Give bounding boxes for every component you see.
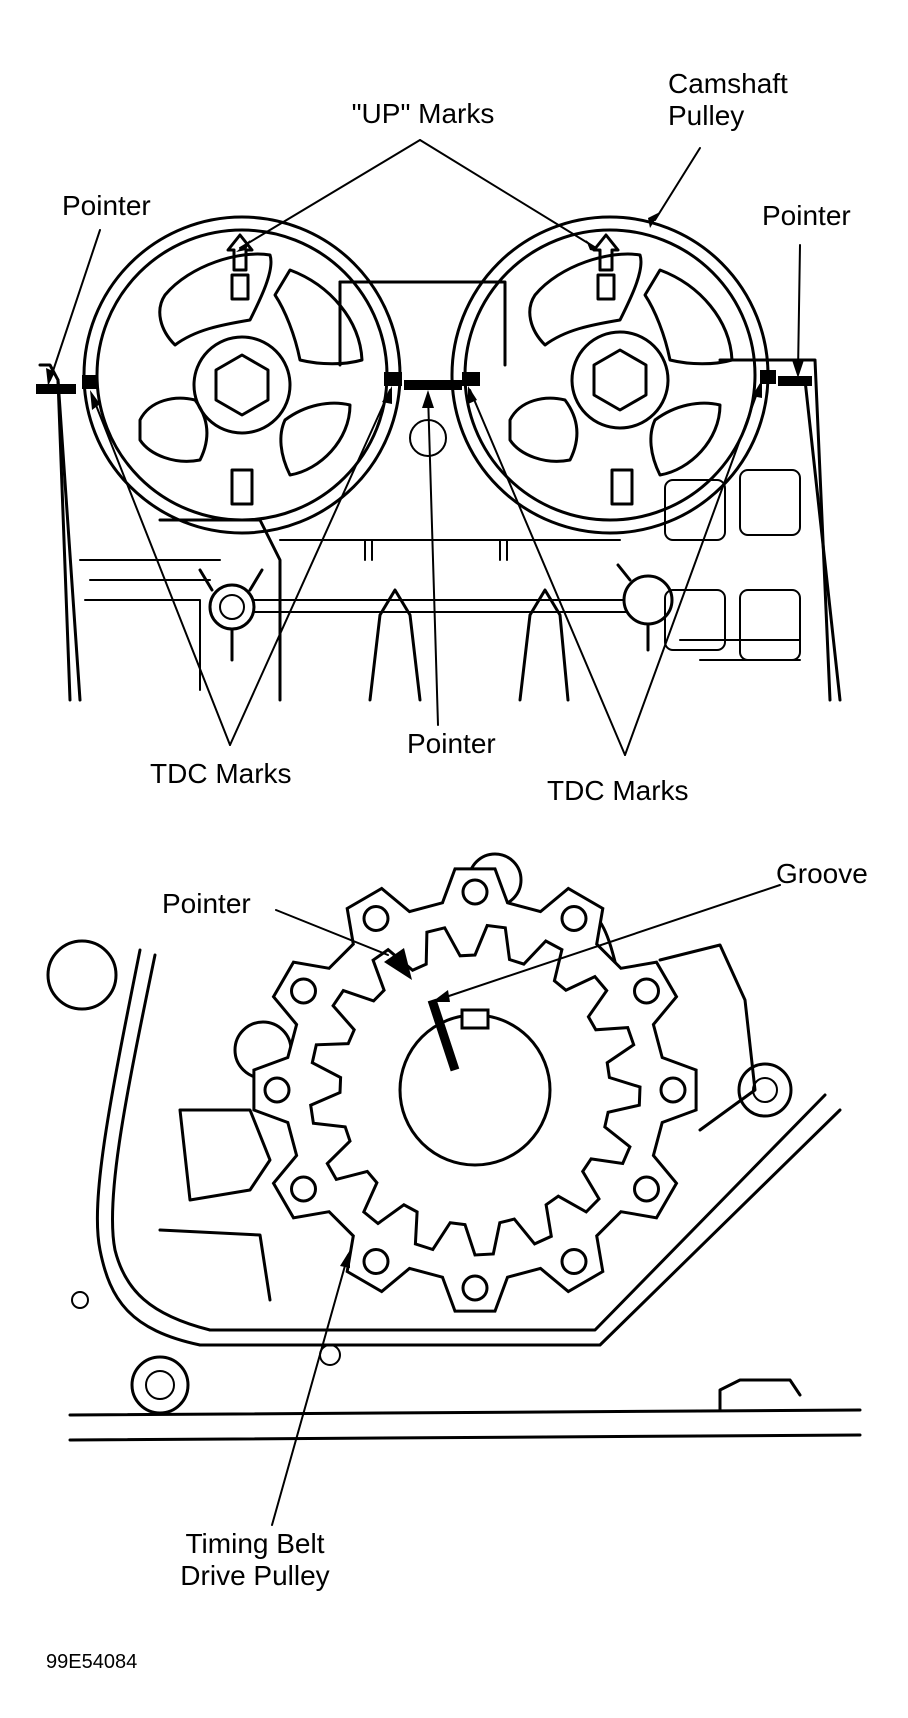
label-pointer-top-left: Pointer: [62, 190, 151, 221]
pulley-keyway: [460, 1008, 490, 1030]
pulley-outer-holes: [263, 878, 687, 1302]
leader-lines-top: [46, 139, 804, 756]
label-timing-belt-drive-pulley: Timing Belt Drive Pulley: [180, 1528, 330, 1591]
engine-head-outline: [38, 280, 842, 702]
pulley-bolt-hole: [461, 878, 489, 906]
label-camshaft-pulley: Camshaft Pulley: [668, 68, 788, 131]
pulley-bolt-hole: [290, 1175, 317, 1203]
leader-lines-bottom: [271, 884, 781, 1526]
pulley-bolt-hole: [263, 1076, 291, 1104]
figure-id: 99E54084: [46, 1651, 138, 1673]
label-pointer-center: Pointer: [407, 728, 496, 759]
pulley-bolt-hole: [659, 1076, 687, 1104]
label-tdc-marks-left: TDC Marks: [150, 758, 292, 789]
label-pointer-top-right: Pointer: [762, 200, 851, 231]
left-camshaft-pulley: [82, 215, 402, 535]
label-up-marks: "UP" Marks: [351, 98, 495, 129]
pulley-bore: [398, 1013, 552, 1167]
pointer-triangle: [384, 948, 412, 980]
label-pointer-bottom: Pointer: [162, 888, 251, 919]
pulley-bolt-hole: [633, 1175, 660, 1203]
pulley-bolt-hole: [461, 1274, 489, 1302]
timing-belt-drive-pulley: [252, 867, 698, 1313]
center-pointer-bar: [404, 380, 462, 390]
pointer-marks-top: [36, 376, 812, 394]
groove-mark: [427, 998, 460, 1072]
pulley-bolt-hole: [633, 977, 660, 1005]
pulley-bolt-hole: [362, 905, 390, 932]
pulley-bolt-hole: [290, 977, 317, 1005]
label-tdc-marks-right: TDC Marks: [547, 775, 689, 806]
pulley-bolt-hole: [560, 1248, 588, 1275]
left-pointer-bar: [36, 384, 76, 394]
right-camshaft-pulley: [450, 215, 776, 535]
right-pointer-bar: [778, 376, 812, 386]
pulley-bolt-hole: [362, 1248, 390, 1275]
label-groove: Groove: [776, 858, 868, 889]
pulley-bolt-hole: [560, 905, 588, 932]
